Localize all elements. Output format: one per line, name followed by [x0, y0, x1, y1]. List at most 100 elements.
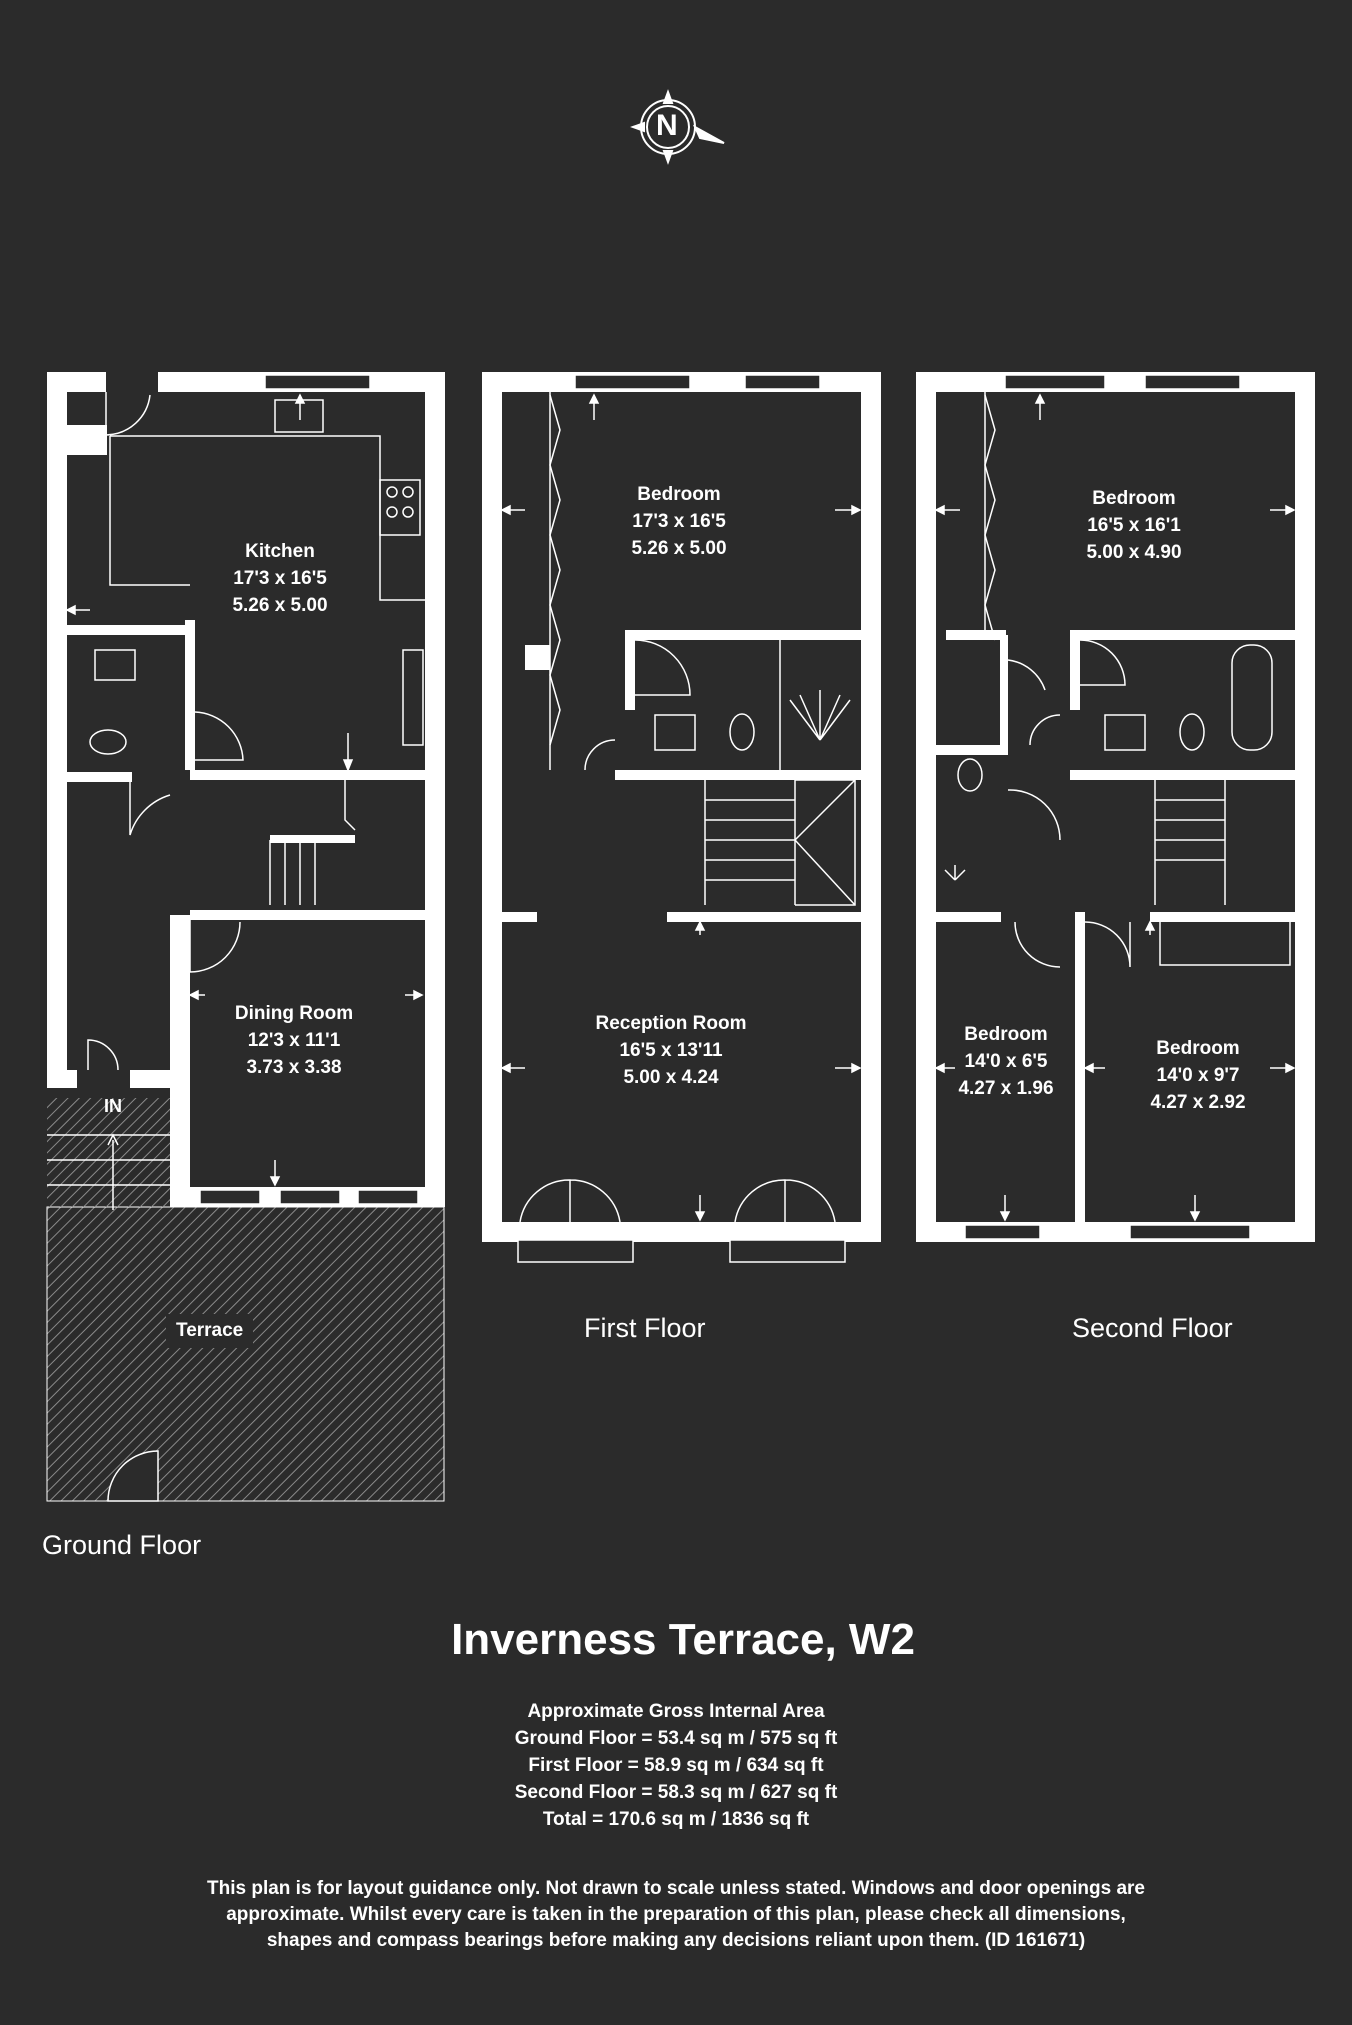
second-wardrobe-right — [1159, 922, 1291, 966]
first-balcony-left — [517, 1239, 634, 1263]
disclaimer: This plan is for layout guidance only. N… — [207, 1876, 1145, 1954]
first-french-door-right — [734, 1179, 836, 1223]
area-total: Total = 170.6 sq m / 1836 sq ft — [542, 1809, 810, 1830]
terrace-area — [46, 1206, 445, 1502]
second-bedroom-main-imperial: 16'5 x 16'1 — [1087, 515, 1181, 536]
basin-icon — [94, 649, 136, 681]
ground-wall-wc-top — [67, 625, 185, 635]
kitchen-name: Kitchen — [245, 541, 315, 562]
dining-window-1 — [199, 1189, 261, 1205]
second-bedroom-main-name: Bedroom — [1092, 488, 1176, 509]
north-compass-icon — [630, 89, 725, 165]
terrace-label: Terrace — [166, 1314, 254, 1348]
first-balcony-right — [729, 1239, 846, 1263]
second-wall-bed-top-l — [936, 912, 1001, 922]
ground-wall-stairs — [270, 835, 355, 843]
second-bedroom-small-name: Bedroom — [964, 1024, 1048, 1045]
area-ground: Ground Floor = 53.4 sq m / 575 sq ft — [514, 1728, 838, 1749]
kitchen-sink-icon — [274, 399, 324, 433]
disclaimer-line-1: This plan is for layout guidance only. N… — [207, 1878, 1145, 1899]
dining-room-metric: 3.73 x 3.38 — [246, 1057, 342, 1078]
first-wall-bath-top — [625, 630, 861, 640]
second-cupboard-door — [1007, 659, 1046, 691]
first-french-door-left — [519, 1179, 621, 1223]
terrace-gate — [107, 1450, 159, 1502]
dining-window-2 — [279, 1189, 341, 1205]
first-floor-plan — [482, 372, 881, 1263]
second-bedroom-right-label: Bedroom 14'0 x 9'7 4.27 x 2.92 — [1150, 1035, 1245, 1116]
first-wall-landing — [615, 770, 861, 780]
area-summary: Approximate Gross Internal Area Ground F… — [515, 1698, 838, 1833]
kitchen-door-swing — [194, 711, 244, 761]
second-shower-room-door — [1007, 789, 1061, 841]
second-wall-shower-room — [936, 745, 1006, 755]
compass-north-label: N — [656, 109, 678, 142]
first-bedroom-imperial: 17'3 x 16'5 — [632, 511, 726, 532]
second-bedroom-right-name: Bedroom — [1156, 1038, 1240, 1059]
ground-wall-dining-top — [190, 910, 425, 920]
first-bedroom-name: Bedroom — [637, 484, 721, 505]
second-wall-bed-divider — [1075, 912, 1085, 1222]
area-second: Second Floor = 58.3 sq m / 627 sq ft — [514, 1782, 838, 1803]
second-wall-cupboard-top — [946, 630, 1006, 640]
second-small-bed-window — [964, 1224, 1041, 1240]
dining-room-imperial: 12'3 x 11'1 — [247, 1030, 341, 1051]
first-wall-cupboard — [525, 645, 550, 670]
ground-wall-right — [425, 372, 445, 1207]
reception-room-label: Reception Room 16'5 x 13'11 5.00 x 4.24 — [596, 1010, 747, 1091]
second-wall-bath-top — [1070, 630, 1295, 640]
reception-room-imperial: 16'5 x 13'11 — [619, 1040, 723, 1061]
ground-wall-hall-bottom — [47, 1070, 77, 1088]
second-bed-door-1 — [1014, 921, 1061, 968]
ground-floor-plan — [46, 372, 445, 1502]
entrance-label: IN — [104, 1096, 122, 1116]
first-wall-bottom — [482, 1222, 881, 1242]
disclaimer-line-3: shapes and compass bearings before makin… — [266, 1930, 1086, 1951]
ground-wall-inner-v1 — [170, 915, 190, 1207]
ground-floor-title: Ground Floor — [42, 1530, 202, 1560]
first-wall-bath-left — [625, 630, 635, 710]
second-bedroom-right-metric: 4.27 x 2.92 — [1150, 1092, 1246, 1113]
dining-room-label: Dining Room 12'3 x 11'1 3.73 x 3.38 — [235, 1000, 353, 1081]
property-title: Inverness Terrace, W2 — [451, 1615, 915, 1664]
second-bed-door-2 — [1084, 921, 1131, 968]
ground-wall-partial — [130, 1070, 170, 1088]
second-wardrobe-doors — [984, 394, 996, 641]
second-right-bed-window — [1129, 1224, 1251, 1240]
disclaimer-line-2: approximate. Whilst every care is taken … — [226, 1904, 1126, 1925]
entrance-steps — [47, 1098, 170, 1207]
fridge-unit — [402, 649, 424, 746]
first-wall-left — [482, 372, 502, 1242]
second-floor-title: Second Floor — [1072, 1313, 1233, 1343]
second-shower-toilet-icon — [957, 758, 983, 792]
first-wall-right — [861, 372, 881, 1242]
first-shower-icon — [789, 690, 851, 741]
second-wall-right — [1295, 372, 1315, 1242]
front-door-swing — [105, 392, 151, 436]
second-floor-plan — [916, 372, 1315, 1242]
first-bedroom-label: Bedroom 17'3 x 16'5 5.26 x 5.00 — [631, 481, 726, 562]
second-ensuite-door — [1079, 639, 1126, 686]
dining-door-swing — [189, 920, 241, 973]
second-toilet-icon — [1179, 713, 1205, 751]
first-wardrobe-doors — [549, 394, 561, 746]
first-bedroom-window-1 — [574, 374, 691, 390]
ground-wall-kitchen-bottom — [190, 770, 425, 780]
kitchen-window — [264, 374, 371, 390]
dining-window-3 — [357, 1189, 419, 1205]
first-wall-reception-top-r — [667, 912, 861, 922]
entrance-door-swing — [87, 1039, 119, 1071]
first-toilet-icon — [729, 713, 755, 751]
second-bedroom-small-imperial: 14'0 x 6'5 — [964, 1051, 1048, 1072]
kitchen-metric: 5.26 x 5.00 — [232, 595, 328, 616]
second-basin-icon — [1104, 714, 1146, 751]
second-stairs — [1154, 780, 1226, 905]
second-bedroom-window-2 — [1144, 374, 1241, 390]
kitchen-imperial: 17'3 x 16'5 — [233, 568, 327, 589]
second-wall-landing — [1070, 770, 1295, 780]
reception-room-metric: 5.00 x 4.24 — [623, 1067, 719, 1088]
second-wall-bath-left — [1070, 630, 1080, 710]
second-bedroom-small-label: Bedroom 14'0 x 6'5 4.27 x 1.96 — [958, 1021, 1053, 1102]
ground-stairs — [269, 840, 316, 905]
